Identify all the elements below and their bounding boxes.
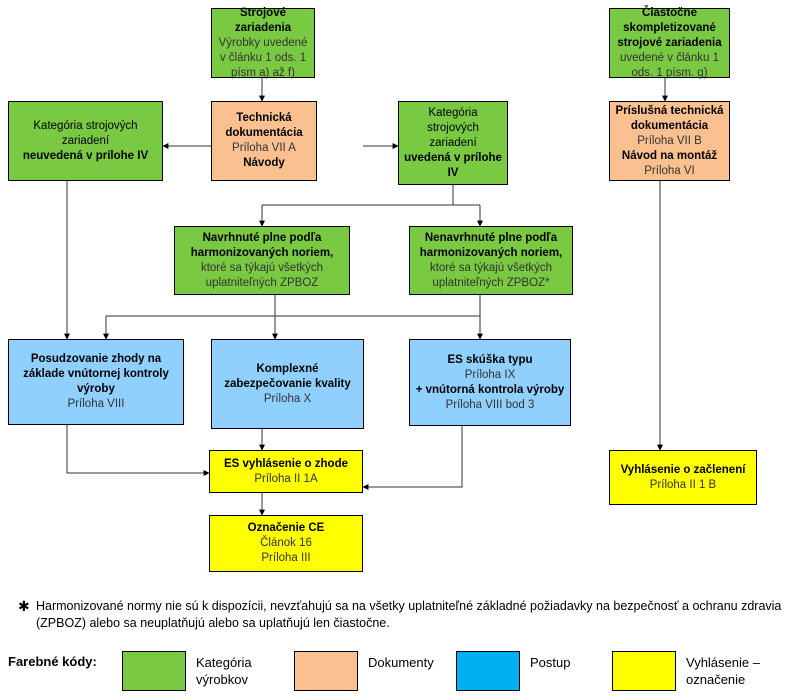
legend-label-documents: Dokumenty <box>368 655 434 670</box>
box-partial-techdoc: Príslušná technická dokumentácia Príloha… <box>609 101 730 181</box>
partial-techdoc-extra: Návod na montáž <box>621 149 718 162</box>
legend-swatch-declaration <box>612 651 676 691</box>
footnote: ✱ Harmonizované normy nie sú k dispozíci… <box>18 598 788 632</box>
ce-marking-text: Článok 16 <box>260 537 312 549</box>
internal-control-text: Príloha VIII <box>67 398 125 410</box>
techdoc-text: Príloha VII A <box>232 142 296 154</box>
designed-full-content: Navrhnuté plne podľa harmonizovaných nor… <box>179 231 345 291</box>
declaration-title: ES vyhlásenie o zhode <box>224 457 348 470</box>
incorporation-text: Príloha II 1 B <box>649 478 717 491</box>
box-machinery: Strojové zariadenia Výrobky uvedené v čl… <box>211 6 315 79</box>
legend-label-procedure: Postup <box>530 655 571 670</box>
box-full-quality: Komplexné zabezpečovanie kvality Príloha… <box>211 339 364 429</box>
internal-control-title: Posudzovanie zhody na základe vnútornej … <box>23 353 169 395</box>
partial-techdoc-extra-sub: Príloha VI <box>644 164 695 177</box>
machinery-title: Strojové zariadenia <box>234 6 292 34</box>
box-incorporation: Vyhlásenie o začlenení Príloha II 1 B <box>609 450 757 505</box>
cat-not-listed-bold: neuvedená v prílohe IV <box>22 149 149 162</box>
designed-full-bold: Navrhnuté plne podľa harmonizovaných nor… <box>190 231 334 259</box>
box-internal-control: Posudzovanie zhody na základe vnútornej … <box>8 339 184 425</box>
partial-techdoc-title: Príslušná technická dokumentácia <box>615 104 724 132</box>
not-designed-full-bold: Nenavrhnuté plne podľa harmonizovaných n… <box>419 231 563 259</box>
box-partial-machinery: Čiastočne skompletizované strojové zaria… <box>609 6 730 79</box>
legend-swatch-procedure <box>456 651 520 691</box>
box-declaration: ES vyhlásenie o zhode Príloha II 1A <box>209 450 363 493</box>
box-cat-not-listed: Kategória strojových zariadení neuvedená… <box>8 101 163 181</box>
cat-listed-text: Kategória strojových zariadení <box>427 106 479 149</box>
legend-swatch-documents <box>294 651 358 691</box>
legend-label-declaration: Vyhlásenie – označenie <box>686 655 760 687</box>
legend-title: Farebné kódy: <box>8 654 97 669</box>
box-cat-listed: Kategória strojových zariadení uvedená v… <box>398 101 508 185</box>
declaration-text: Príloha II 1A <box>254 472 318 485</box>
legend-swatch-products <box>122 651 186 691</box>
not-designed-full-content: Nenavrhnuté plne podľa harmonizovaných n… <box>414 231 568 291</box>
machinery-text: Výrobky uvedené v článku 1 ods. 1 písm a… <box>218 36 308 79</box>
partial-title: Čiastočne skompletizované strojové zaria… <box>617 6 722 49</box>
techdoc-title: Technická dokumentácia <box>225 112 303 139</box>
type-exam-text: Príloha IX <box>464 368 516 381</box>
box-type-exam: ES skúška typu Príloha IX + vnútorná kon… <box>409 339 571 426</box>
box-not-designed-full: Nenavrhnuté plne podľa harmonizovaných n… <box>409 226 573 295</box>
type-exam-text2: Príloha VIII bod 3 <box>445 398 535 411</box>
box-techdoc: Technická dokumentácia Príloha VII A Náv… <box>211 101 317 181</box>
cat-not-listed-text: Kategória strojových zariadení <box>33 119 138 147</box>
type-exam-title: ES skúška typu <box>447 353 533 366</box>
partial-techdoc-text: Príloha VII B <box>637 134 702 147</box>
box-ce-marking: Označenie CE Článok 16 Príloha III <box>209 515 363 572</box>
full-quality-title: Komplexné zabezpečovanie kvality <box>224 362 351 390</box>
ce-marking-title: Označenie CE <box>247 522 325 534</box>
partial-text: uvedené v článku 1 ods. 1 písm. g) <box>619 51 720 79</box>
not-designed-full-text: ktoré sa týkajú všetkých uplatniteľných … <box>429 261 553 289</box>
box-designed-full: Navrhnuté plne podľa harmonizovaných nor… <box>174 226 350 295</box>
incorporation-title: Vyhlásenie o začlenení <box>620 463 746 476</box>
arrow-type-exam-to-declaration <box>362 426 463 490</box>
footnote-star-icon: ✱ <box>18 598 30 614</box>
designed-full-text: ktoré sa týkajú všetkých uplatniteľných … <box>200 261 324 289</box>
type-exam-title2: + vnútorná kontrola výroby <box>415 383 565 396</box>
footnote-text: Harmonizované normy nie sú k dispozícii,… <box>36 599 782 630</box>
full-quality-text: Príloha X <box>263 392 312 405</box>
legend-label-products: Kategória výrobkov <box>196 655 252 687</box>
arrow-internal-control-to-declaration <box>66 425 210 476</box>
ce-marking-text2: Príloha III <box>261 552 311 564</box>
cat-listed-bold: uvedená v prílohe IV <box>404 151 502 179</box>
techdoc-extra: Návody <box>243 157 285 169</box>
